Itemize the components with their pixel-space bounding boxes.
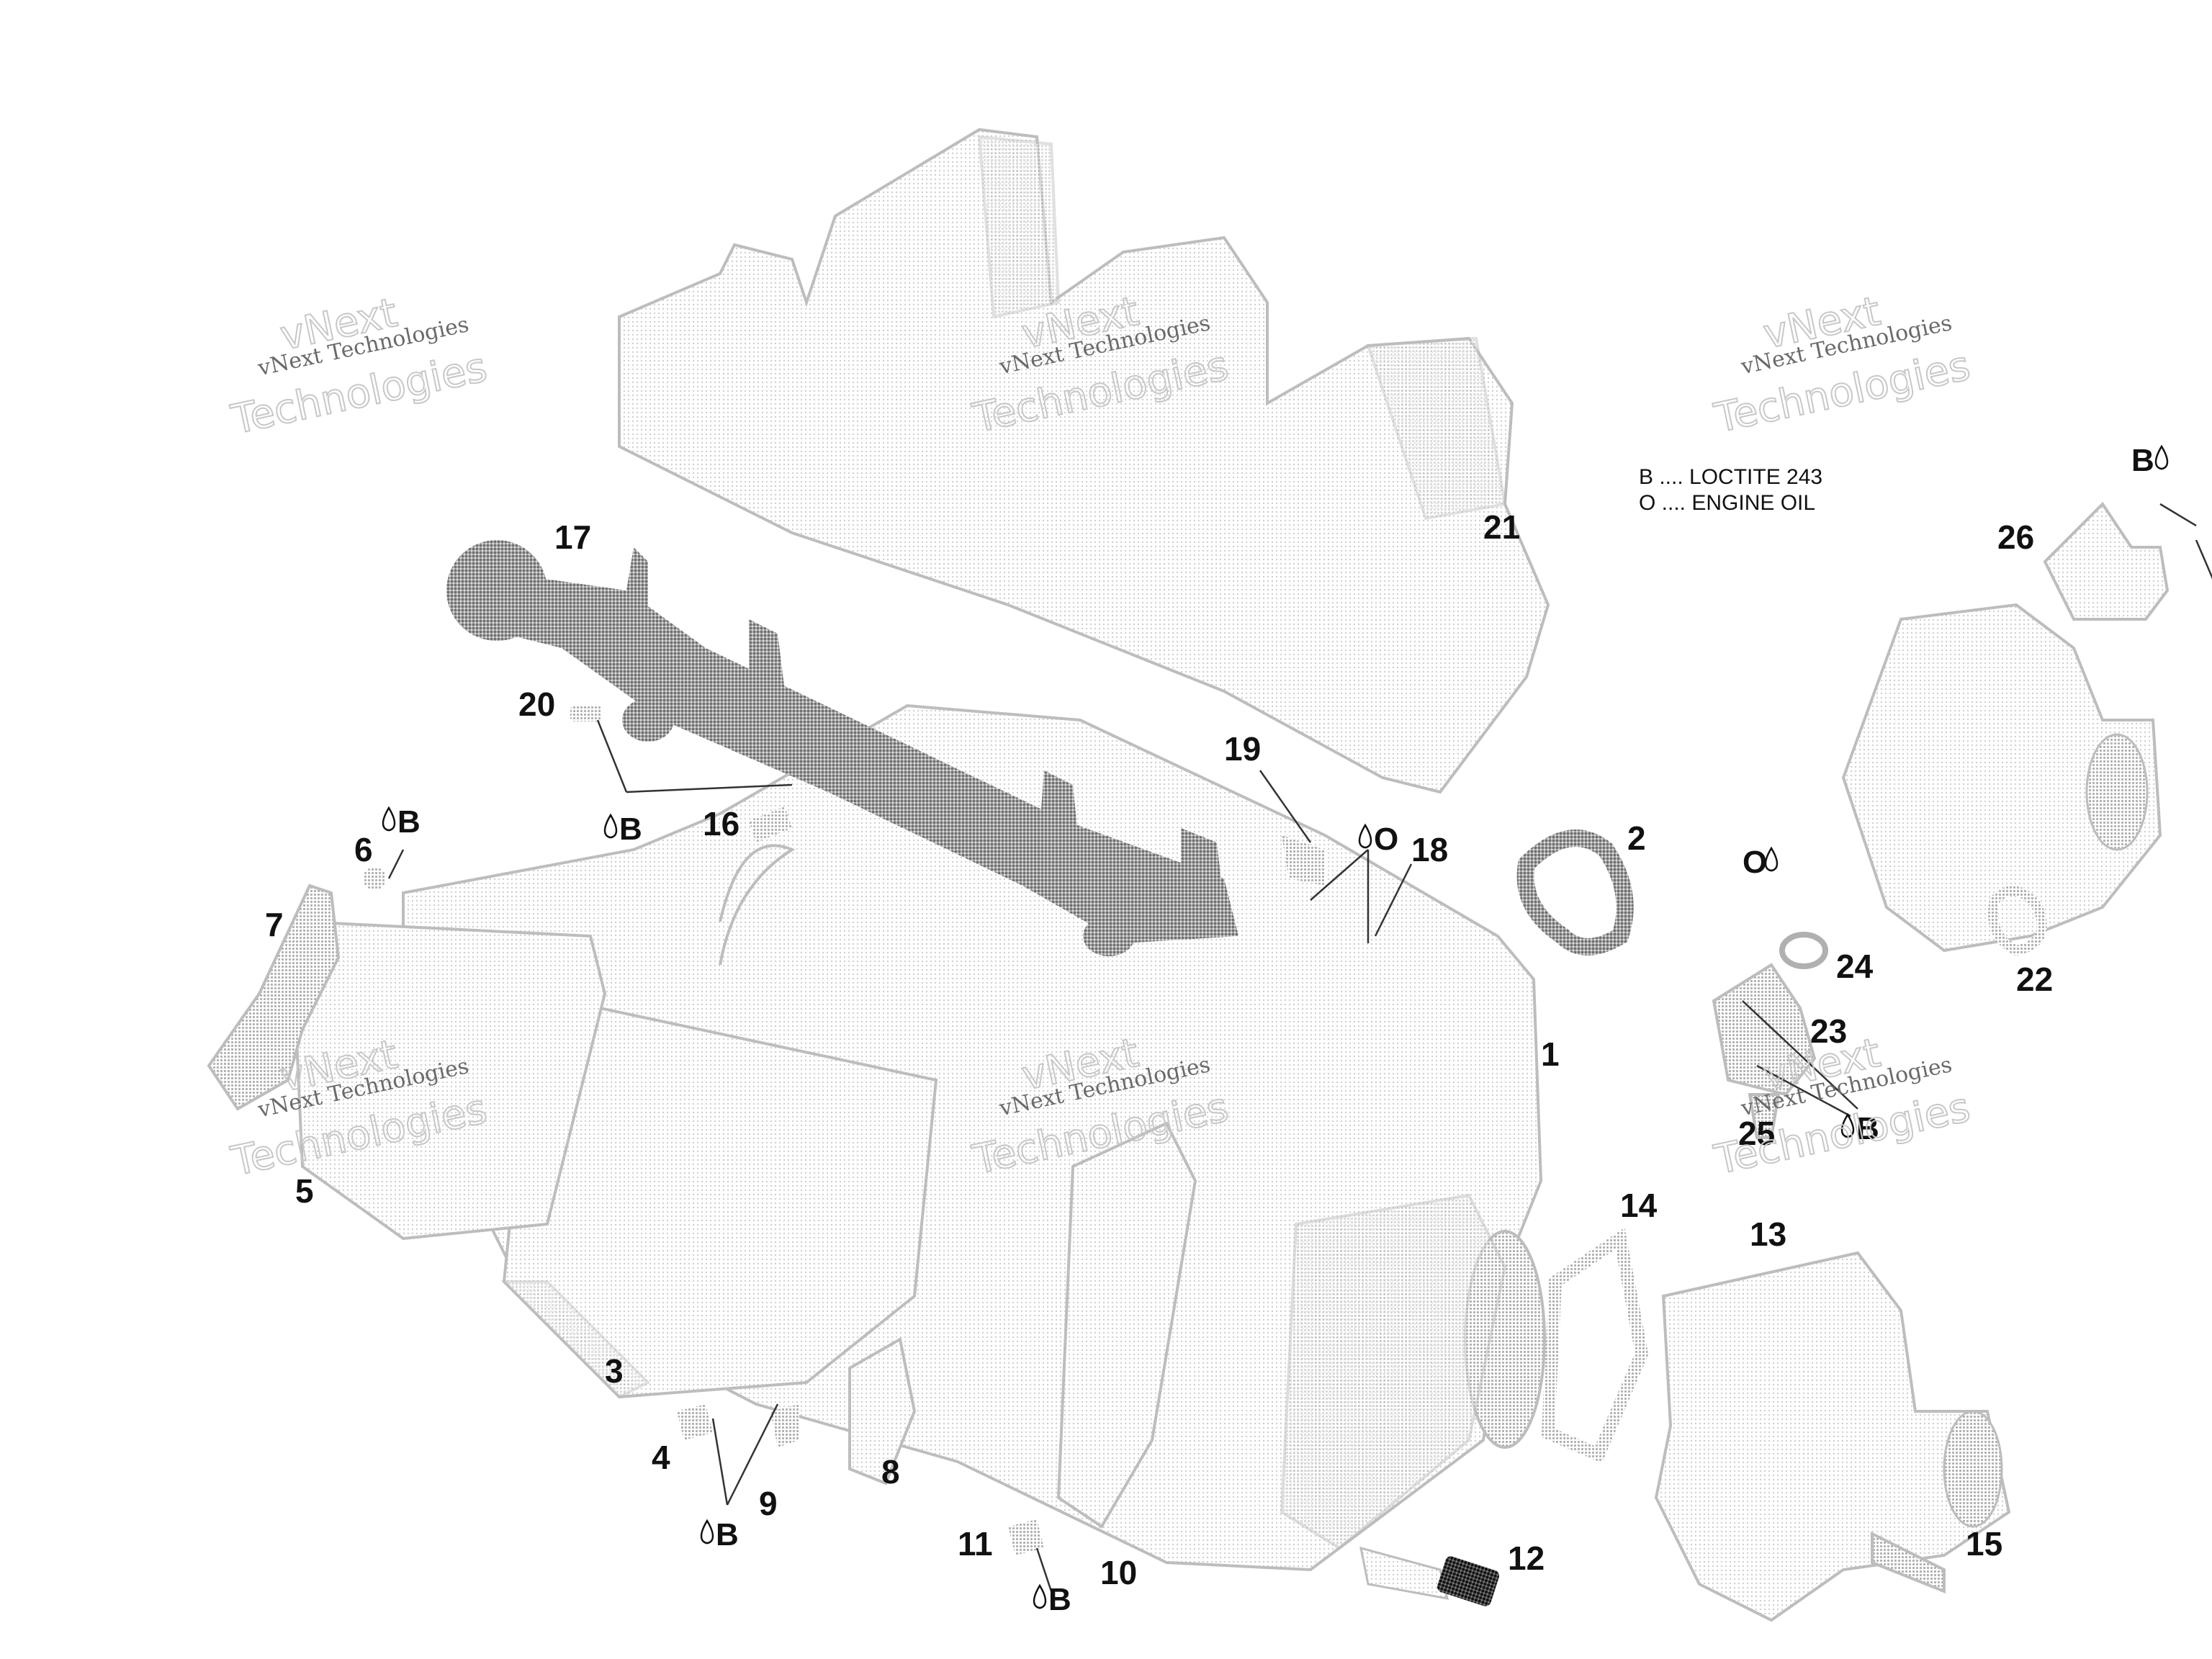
part-14-gasket — [1541, 1227, 1649, 1463]
marker-b-16: B — [603, 811, 642, 847]
callout-7: 7 — [265, 906, 284, 943]
droplet-icon — [1840, 1112, 1855, 1138]
callout-8: 8 — [881, 1453, 900, 1491]
droplet-icon — [2154, 444, 2169, 470]
part-small-fasteners — [363, 706, 1325, 1555]
callout-18: 18 — [1411, 831, 1448, 868]
marker-o-18: O — [1358, 822, 1398, 857]
svg-text:O: O — [1374, 822, 1398, 857]
leader-lines — [387, 503, 2212, 1592]
application-markers: B B O O B B B B — [382, 443, 2169, 1617]
part-21-upper-cover — [618, 127, 1550, 794]
callout-3: 3 — [605, 1352, 624, 1390]
marker-b-26: B — [2131, 443, 2169, 478]
callout-15: 15 — [1966, 1525, 2002, 1563]
svg-text:B: B — [2131, 443, 2154, 478]
callout-23: 23 — [1810, 1012, 1847, 1050]
part-10-bracket — [1056, 1121, 1197, 1529]
callout-9: 9 — [759, 1485, 778, 1522]
marker-b-25: B — [1840, 1111, 1879, 1146]
droplet-icon — [603, 813, 618, 839]
callout-1: 1 — [1541, 1035, 1560, 1073]
callout-19: 19 — [1224, 730, 1261, 768]
part-3-side-panel — [500, 992, 938, 1399]
callout-21: 21 — [1483, 508, 1520, 546]
part-15-screw — [1871, 1531, 1946, 1593]
callout-4: 4 — [652, 1439, 670, 1476]
part-13-throttle-body — [1654, 1251, 2011, 1622]
callout-14: 14 — [1620, 1187, 1658, 1224]
marker-o-24: O — [1743, 845, 1779, 880]
callout-16: 16 — [703, 805, 739, 842]
droplet-icon — [1358, 823, 1372, 849]
svg-text:O: O — [1743, 845, 1767, 880]
watermark-top-right: vNext Technologies vNext Technologies — [1709, 287, 1974, 443]
part-25-screw — [1748, 1093, 1781, 1139]
legend-loctite: B .... LOCTITE 243 — [1639, 465, 1822, 489]
callout-2: 2 — [1627, 819, 1646, 857]
marker-b-4: B — [700, 1517, 739, 1552]
svg-text:B: B — [397, 804, 421, 840]
callout-numbers: 1 2 3 4 5 6 7 8 9 10 11 12 13 14 15 16 1… — [265, 508, 2053, 1591]
legend: B .... LOCTITE 243 O .... ENGINE OIL — [1639, 465, 1822, 515]
callout-25: 25 — [1738, 1115, 1775, 1152]
svg-text:B: B — [1048, 1582, 1071, 1617]
part-2-gasket — [1516, 830, 1634, 956]
part-26-cap — [2043, 501, 2170, 621]
callout-17: 17 — [554, 518, 591, 556]
callout-10: 10 — [1100, 1554, 1137, 1591]
callout-5: 5 — [295, 1172, 314, 1210]
part-12-sensor — [1359, 1546, 1500, 1606]
part-8-bracket — [848, 1336, 917, 1485]
callout-24: 24 — [1836, 948, 1874, 985]
callout-13: 13 — [1750, 1215, 1786, 1253]
part-17-fuel-rail — [446, 540, 1238, 956]
marker-b-6: B — [382, 804, 421, 840]
part-23-actuator — [1712, 963, 1817, 1097]
callout-6: 6 — [354, 831, 373, 868]
callout-26: 26 — [1997, 518, 2034, 556]
part-22-throttle-body — [1841, 603, 2162, 956]
svg-text:B: B — [716, 1517, 739, 1552]
legend-engine-oil: O .... ENGINE OIL — [1639, 491, 1815, 515]
part-24-oring — [1779, 932, 1828, 969]
svg-text:B: B — [1856, 1111, 1879, 1146]
callout-20: 20 — [518, 685, 555, 723]
callout-22: 22 — [2016, 961, 2053, 998]
droplet-icon — [700, 1519, 714, 1545]
droplet-icon — [1033, 1583, 1047, 1609]
callout-12: 12 — [1508, 1539, 1545, 1577]
watermark-mid-left: vNext Technologies vNext Technologies — [226, 1030, 491, 1186]
callout-11: 11 — [958, 1525, 993, 1563]
watermark-mid-center: vNext Technologies vNext Technologies — [968, 1029, 1233, 1184]
droplet-icon — [382, 806, 396, 832]
svg-text:B: B — [619, 811, 642, 847]
droplet-icon — [1764, 846, 1779, 872]
part-7-bracket — [207, 884, 341, 1111]
watermark-top-left: vNext Technologies vNext Technologies — [226, 289, 491, 444]
marker-b-11: B — [1033, 1582, 1071, 1617]
